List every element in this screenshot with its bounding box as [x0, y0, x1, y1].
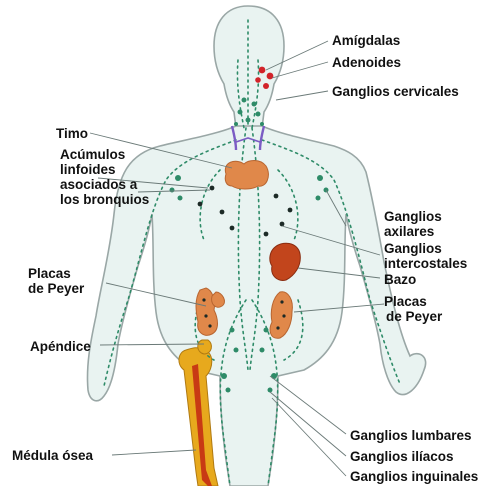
label-placas-right: Placas de Peyer [384, 294, 440, 324]
label-ganglios-intercostales: Ganglios intercostales [384, 241, 467, 271]
head [214, 6, 284, 128]
label-acumulos-line4: los bronquios [60, 192, 149, 207]
label-placas-right-line2: de Peyer [386, 309, 442, 324]
label-ganglios-iliacos: Ganglios ilíacos [350, 449, 454, 464]
label-amigdalas: Amígdalas [332, 33, 400, 48]
label-axilares-line1: Ganglios [384, 209, 442, 224]
label-acumulos-line3: asociados a [60, 177, 149, 192]
label-axilares-line2: axilares [384, 224, 442, 239]
label-intercostales-line1: Ganglios [384, 241, 467, 256]
label-placas-right-line1: Placas [384, 294, 440, 309]
label-ganglios-inguinales: Ganglios inguinales [350, 469, 478, 484]
label-bazo: Bazo [384, 272, 416, 287]
label-ganglios-axilares: Ganglios axilares [384, 209, 442, 239]
label-placas-left-line1: Placas [28, 266, 84, 281]
label-apendice: Apéndice [30, 339, 91, 354]
label-acumulos: Acúmulos linfoides asociados a los bronq… [60, 147, 149, 207]
appendix [198, 340, 212, 354]
thymus [225, 161, 268, 190]
label-acumulos-line1: Acúmulos [60, 147, 149, 162]
label-medula: Médula ósea [12, 448, 93, 463]
label-adenoides: Adenoides [332, 55, 401, 70]
label-placas-left-line2: de Peyer [28, 281, 84, 296]
label-intercostales-line2: intercostales [384, 256, 467, 271]
label-ganglios-lumbares: Ganglios lumbares [350, 428, 472, 443]
label-timo: Timo [56, 126, 88, 141]
label-acumulos-line2: linfoides [60, 162, 149, 177]
label-placas-left: Placas de Peyer [28, 266, 84, 296]
label-ganglios-cervicales: Ganglios cervicales [332, 84, 459, 99]
